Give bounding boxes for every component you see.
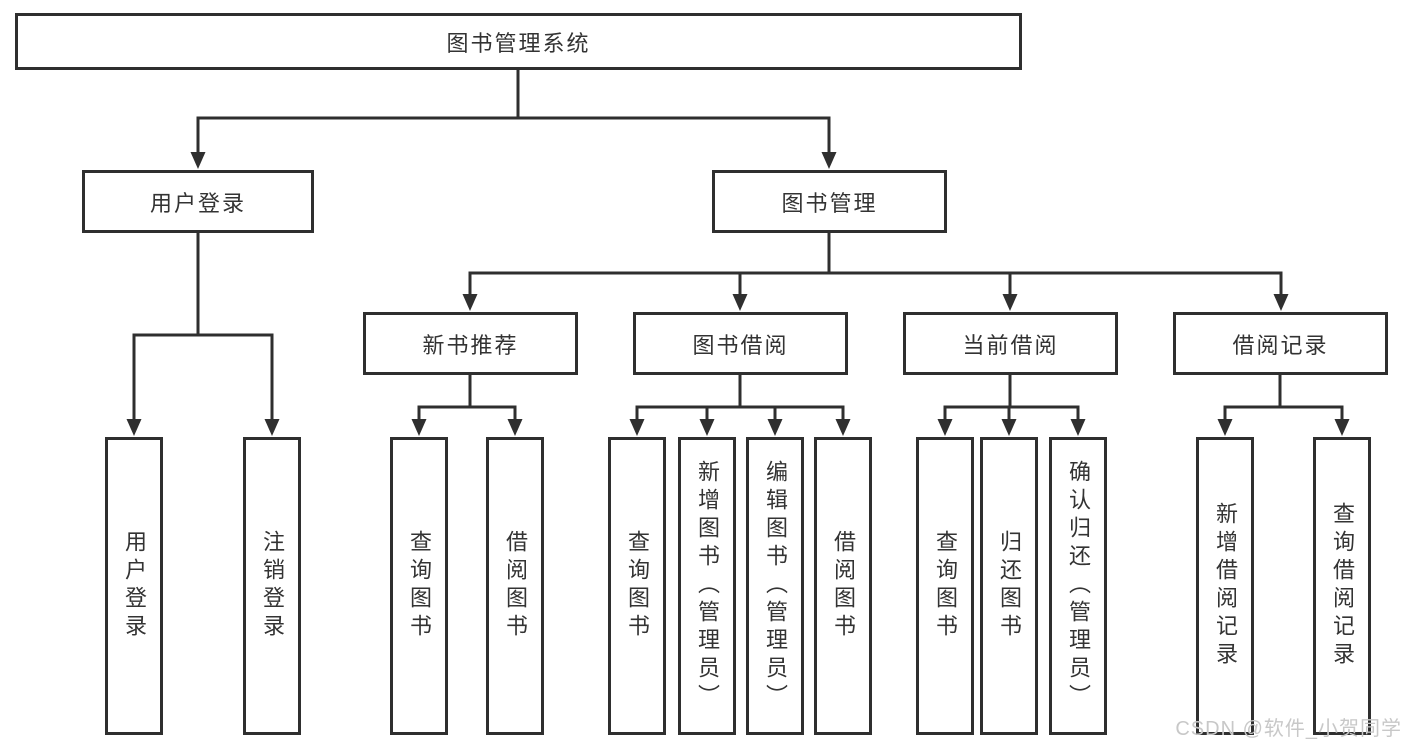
node-leaf-query-books-3: 查询图书 <box>916 437 974 735</box>
node-label: 新书推荐 <box>422 332 519 358</box>
node-label: 借阅图书 <box>503 530 528 642</box>
node-leaf-borrow-books-1: 借阅图书 <box>486 437 544 735</box>
node-book-management: 图书管理 <box>712 170 947 233</box>
node-leaf-add-borrow-record: 新增借阅记录 <box>1196 437 1254 735</box>
node-label: 借阅记录 <box>1232 332 1329 358</box>
node-label: 借阅图书 <box>831 530 856 642</box>
node-label: 确认归还（管理员） <box>1066 460 1091 712</box>
node-leaf-query-borrow-record: 查询借阅记录 <box>1313 437 1371 735</box>
node-root-system: 图书管理系统 <box>15 13 1022 70</box>
node-label: 图书借阅 <box>692 332 789 358</box>
node-label: 查询图书 <box>625 530 650 642</box>
node-borrowing-records: 借阅记录 <box>1173 312 1388 375</box>
node-label: 当前借阅 <box>962 332 1059 358</box>
node-label: 查询图书 <box>407 530 432 642</box>
node-label: 注销登录 <box>260 530 285 642</box>
node-leaf-edit-book-admin: 编辑图书（管理员） <box>746 437 804 735</box>
node-leaf-logout: 注销登录 <box>243 437 301 735</box>
node-label: 用户登录 <box>122 530 147 642</box>
node-leaf-query-books-2: 查询图书 <box>608 437 666 735</box>
node-user-login: 用户登录 <box>82 170 314 233</box>
node-leaf-user-login: 用户登录 <box>105 437 163 735</box>
node-leaf-confirm-return-admin: 确认归还（管理员） <box>1049 437 1107 735</box>
node-book-borrowing: 图书借阅 <box>633 312 848 375</box>
node-label: 新增图书（管理员） <box>695 460 720 712</box>
node-new-book-recommendation: 新书推荐 <box>363 312 578 375</box>
node-label: 查询图书 <box>933 530 958 642</box>
node-label: 图书管理 <box>781 190 878 216</box>
node-label: 查询借阅记录 <box>1330 502 1355 670</box>
node-leaf-query-books-1: 查询图书 <box>390 437 448 735</box>
node-label: 用户登录 <box>149 190 246 216</box>
csdn-watermark: CSDN @软件_小贺同学 <box>1175 718 1402 740</box>
node-current-borrowing: 当前借阅 <box>903 312 1118 375</box>
node-label: 归还图书 <box>997 530 1022 642</box>
node-label: 编辑图书（管理员） <box>763 460 788 712</box>
node-label: 图书管理系统 <box>446 30 591 56</box>
node-leaf-borrow-books-2: 借阅图书 <box>814 437 872 735</box>
node-leaf-return-book: 归还图书 <box>980 437 1038 735</box>
node-leaf-add-book-admin: 新增图书（管理员） <box>678 437 736 735</box>
node-label: 新增借阅记录 <box>1213 502 1238 670</box>
